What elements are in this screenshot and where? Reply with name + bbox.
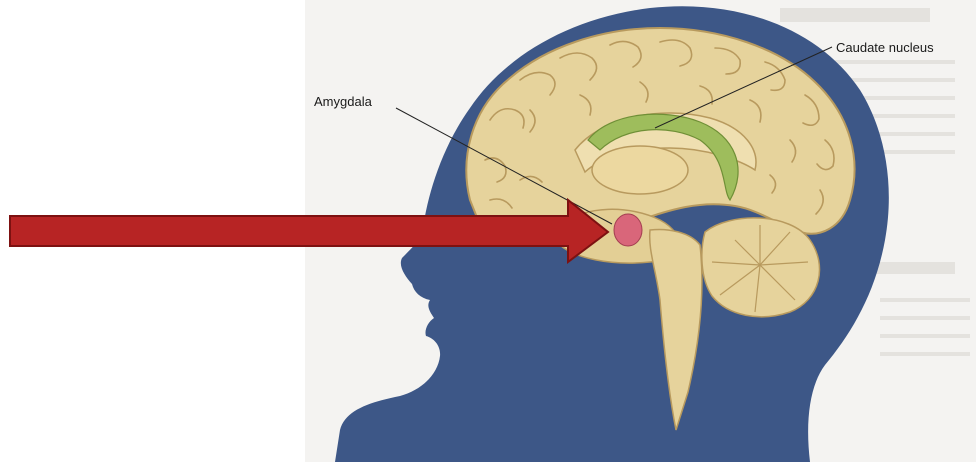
thalamus <box>592 146 688 194</box>
amygdala <box>614 214 642 246</box>
caudate-nucleus-label: Caudate nucleus <box>836 40 934 55</box>
cerebellum <box>702 218 820 317</box>
amygdala-label: Amygdala <box>314 94 373 109</box>
